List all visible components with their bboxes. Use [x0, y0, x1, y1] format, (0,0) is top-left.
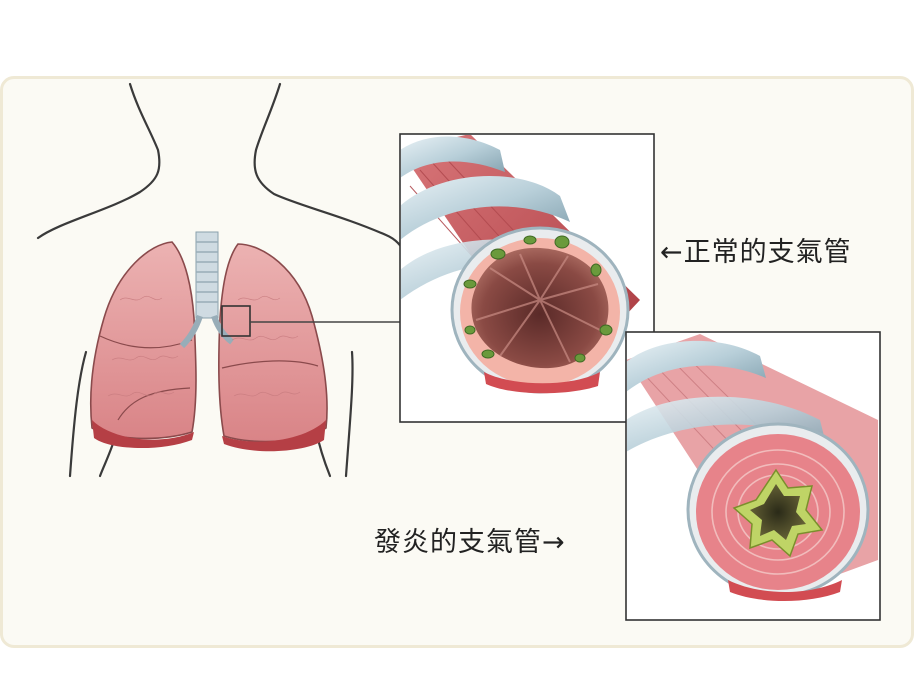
lungs-icon [89, 231, 328, 452]
normal-bronchus-icon [399, 133, 655, 423]
inflamed-bronchus-icon [625, 331, 881, 621]
normal-bronchus-label: ←正常的支氣管 [660, 237, 852, 268]
zoom-highlight-box [221, 305, 251, 337]
top-margin [0, 0, 920, 76]
inflamed-bronchus-label: 發炎的支氣管→ [374, 527, 566, 558]
